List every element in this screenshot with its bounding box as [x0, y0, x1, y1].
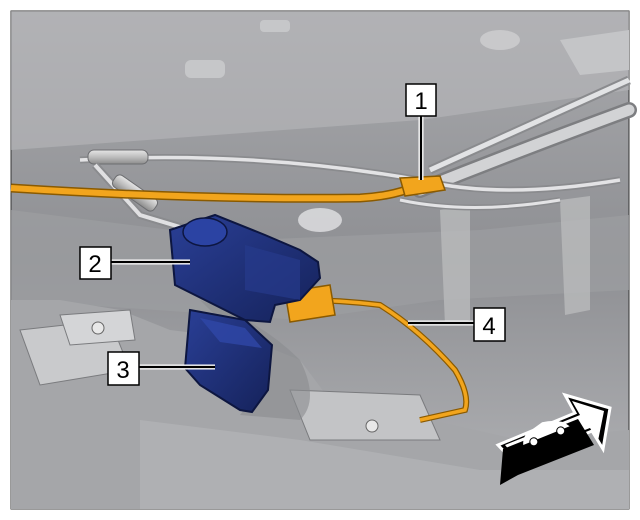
leader-lines — [111, 116, 474, 370]
grey-brake-lines — [79, 75, 637, 234]
callout-4: 4 — [473, 307, 506, 342]
wire-clip — [399, 175, 447, 197]
callout-1: 1 — [405, 83, 437, 117]
callout-3: 3 — [107, 351, 140, 386]
callout-1-label: 1 — [414, 88, 427, 115]
forward-direction-car-icon — [495, 392, 612, 485]
blue-module-3 — [183, 308, 274, 414]
callout-2-label: 2 — [88, 251, 101, 278]
callout-2: 2 — [79, 246, 112, 280]
callout-3-label: 3 — [116, 357, 129, 384]
callout-4-label: 4 — [482, 313, 495, 340]
floor-pan — [11, 11, 629, 325]
blue-module-2 — [168, 213, 322, 324]
lower-bracket — [11, 300, 629, 509]
orange-wiring — [10, 175, 470, 423]
